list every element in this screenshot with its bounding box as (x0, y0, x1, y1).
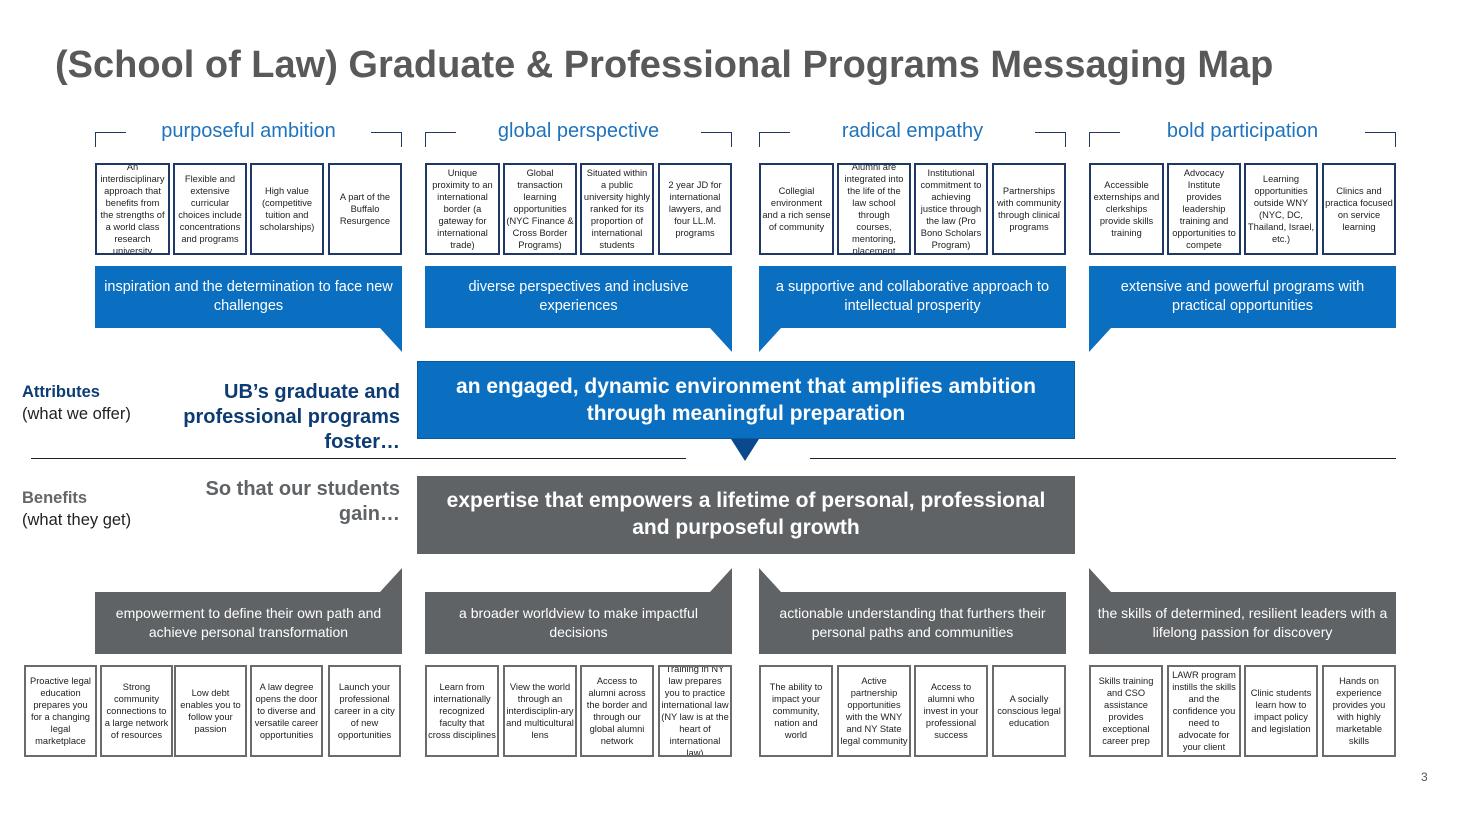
benefit-box: Strong community connections to a large … (100, 665, 173, 757)
attribute-box: Partnerships with community through clin… (992, 163, 1066, 255)
pillar-header: purposeful ambition (95, 120, 402, 150)
benefit-box: Launch your professional career in a cit… (328, 665, 401, 757)
benefit-callout: the skills of determined, resilient lead… (1089, 568, 1396, 654)
attribute-callout: extensive and powerful programs with pra… (1089, 266, 1396, 352)
benefit-callout: empowerment to define their own path and… (95, 568, 402, 654)
attribute-box: Flexible and extensive curricular choice… (173, 163, 247, 255)
pillar-title: purposeful ambition (161, 120, 336, 142)
pillar-header: global perspective (425, 120, 732, 150)
core-benefit-message: expertise that empowers a lifetime of pe… (417, 476, 1075, 554)
divider-right (810, 458, 1396, 459)
benefit-callout: a broader worldview to make impactful de… (425, 568, 732, 654)
benefit-box: Proactive legal education prepares you f… (24, 665, 97, 757)
attributes-lead-line: UB’s graduate and (224, 381, 400, 403)
attributes-lead-line: foster… (324, 431, 400, 453)
core-attribute-message: an engaged, dynamic environment that amp… (417, 361, 1075, 439)
benefit-box: Low debt enables you to follow your pass… (174, 665, 247, 757)
attribute-callout: a supportive and collaborative approach … (759, 266, 1066, 352)
attributes-label: Attributes (what we offer) (22, 381, 131, 425)
benefit-box: Access to alumni across the border and t… (580, 665, 654, 757)
benefit-box: Learn from internationally recognized fa… (425, 665, 499, 757)
core-benefit-line: expertise that empowers a lifetime of pe… (446, 489, 1046, 512)
bracket-right (1365, 132, 1396, 147)
attribute-box: Institutional commitment to achieving ju… (914, 163, 988, 255)
benefits-label: Benefits (what they get) (22, 487, 131, 531)
benefit-box: The ability to impact your community, na… (759, 665, 833, 757)
attribute-box: Global transaction learning opportunitie… (503, 163, 577, 255)
attribute-box: Advocacy Institute provides leadership t… (1167, 163, 1241, 255)
benefit-box: View the world through an interdisciplin… (503, 665, 577, 757)
attribute-callout: inspiration and the determination to fac… (95, 266, 402, 352)
benefit-box: Access to alumni who invest in your prof… (914, 665, 988, 757)
bracket-right (371, 132, 402, 147)
benefit-box: A socially conscious legal education (992, 665, 1066, 757)
page-title: (School of Law) Graduate & Professional … (55, 44, 1274, 86)
benefit-box: Hands on experience provides you with hi… (1322, 665, 1396, 757)
benefit-box: Clinic students learn how to impact poli… (1244, 665, 1318, 757)
pillar-header: bold participation (1089, 120, 1396, 150)
attributes-sub: (what we offer) (22, 405, 131, 423)
benefit-callout: actionable understanding that furthers t… (759, 568, 1066, 654)
benefit-box: Active partnership opportunities with th… (837, 665, 911, 757)
pillar-header: radical empathy (759, 120, 1066, 150)
bracket-left (759, 132, 790, 147)
benefits-lead-line: gain… (338, 503, 400, 525)
benefit-box: Skills training and CSO assistance provi… (1089, 665, 1163, 757)
attribute-box: An interdisciplinary approach that benef… (95, 163, 170, 255)
attribute-box: Collegial environment and a rich sense o… (759, 163, 834, 255)
attribute-box: A part of the Buffalo Resurgence (328, 163, 402, 255)
benefits-lead-line: So that our students (205, 478, 400, 500)
attribute-box: 2 year JD for international lawyers, and… (658, 163, 732, 255)
divider-left (31, 458, 686, 459)
bracket-right (1035, 132, 1066, 147)
bracket-left (425, 132, 456, 147)
attributes-lead: UB’s graduate and professional programs … (183, 380, 400, 455)
attribute-box: Accessible externships and clerkships pr… (1089, 163, 1164, 255)
attribute-box: Clinics and practica focused on service … (1322, 163, 1396, 255)
benefit-box: Training in NY law prepares you to pract… (658, 665, 732, 757)
benefits-heading: Benefits (22, 489, 88, 507)
pillar-title: radical empathy (841, 120, 984, 142)
core-attribute-line: an engaged, dynamic environment that amp… (456, 375, 1036, 398)
bracket-right (701, 132, 732, 147)
attribute-box: Unique proximity to an international bor… (425, 163, 500, 255)
core-benefit-line: and purposeful growth (632, 516, 860, 539)
core-attribute-line: through meaningful preparation (586, 402, 906, 425)
benefit-box: LAWR program instills the skills and the… (1167, 665, 1241, 757)
attributes-heading: Attributes (22, 383, 100, 401)
bracket-left (95, 132, 126, 147)
attribute-callout: diverse perspectives and inclusive exper… (425, 266, 732, 352)
attribute-box: Alumni are integrated into the life of t… (837, 163, 911, 255)
attribute-box: Situated within a public university high… (580, 163, 654, 255)
attributes-lead-line: professional programs (183, 406, 400, 428)
page-number: 3 (1421, 770, 1428, 784)
attribute-box: Learning opportunities outside WNY (NYC,… (1244, 163, 1318, 255)
pillar-title: global perspective (497, 120, 660, 142)
pillar-title: bold participation (1166, 120, 1319, 142)
benefits-lead: So that our students gain… (206, 477, 400, 527)
benefit-box: A law degree opens the door to diverse a… (250, 665, 323, 757)
bracket-left (1089, 132, 1120, 147)
down-arrow-icon (731, 439, 759, 461)
attribute-box: High value (competitive tuition and scho… (250, 163, 324, 255)
benefits-sub: (what they get) (22, 511, 132, 529)
